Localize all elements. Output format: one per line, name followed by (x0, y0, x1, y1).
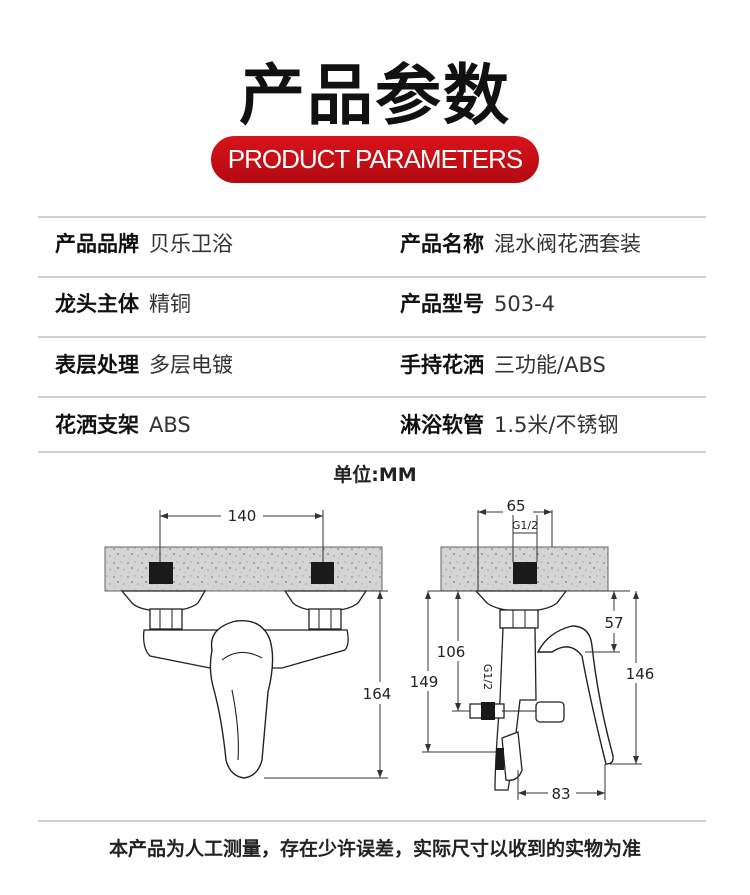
spec-hose: 淋浴软管 1.5米/不锈钢 (400, 413, 618, 437)
page-title: 产品参数 (239, 57, 511, 134)
spec-value: 三功能/ABS (494, 353, 606, 377)
divider (38, 276, 706, 278)
unit-label: 单位:MM (333, 464, 417, 486)
spec-label: 产品型号 (400, 292, 484, 316)
front-nut-left (149, 608, 183, 630)
spec-surface: 表层处理多层电镀 (55, 353, 233, 377)
spec-handheld: 手持花洒三功能/ABS (400, 353, 606, 377)
spec-brand: 产品品牌贝乐卫浴 (55, 232, 233, 256)
divider (38, 336, 706, 338)
dim-146: 146 (626, 665, 655, 683)
spec-value: 贝乐卫浴 (149, 232, 233, 256)
spec-value: 多层电镀 (149, 353, 233, 377)
dim-g12-side: G1/2 (481, 664, 494, 690)
spec-value: 503-4 (494, 292, 556, 316)
subtitle-banner: PRODUCT PARAMETERS (211, 136, 539, 183)
spec-value: 1.5米/不锈钢 (494, 413, 619, 437)
spec-label: 产品名称 (400, 232, 484, 256)
side-lever (536, 625, 614, 765)
spec-label: 表层处理 (55, 353, 139, 377)
side-diverter (501, 731, 523, 781)
dim-65: 65 (506, 497, 525, 515)
footer-divider (38, 820, 706, 822)
side-flange (474, 590, 568, 612)
spec-label: 淋浴软管 (400, 413, 484, 437)
dim-83: 83 (551, 785, 570, 803)
divider (38, 396, 706, 398)
dim-57: 57 (604, 614, 623, 632)
front-flange-left (120, 590, 207, 612)
front-inlet-left (149, 562, 173, 584)
divider (38, 216, 706, 218)
side-outlet-right (535, 701, 565, 723)
dim-164: 164 (363, 685, 392, 703)
side-nut (499, 609, 539, 629)
front-wall (104, 546, 383, 592)
dim-106: 106 (437, 643, 466, 661)
spec-bracket: 花洒支架 ABS (55, 413, 191, 437)
dim-140: 140 (228, 507, 257, 525)
spec-product-name: 产品名称混水阀花洒套装 (400, 232, 641, 256)
front-handle (209, 619, 274, 779)
spec-body: 龙头主体精铜 (55, 292, 191, 316)
spec-value: 混水阀花洒套装 (494, 232, 641, 256)
front-view (104, 510, 388, 779)
spec-model: 产品型号 503-4 (400, 292, 555, 316)
spec-value: 精铜 (149, 292, 191, 316)
front-inlet-right (311, 562, 334, 584)
dim-149: 149 (410, 673, 439, 691)
spec-label: 产品品牌 (55, 232, 139, 256)
side-inlet (513, 562, 537, 584)
spec-value: ABS (149, 413, 191, 437)
footer-note: 本产品为人工测量，存在少许误差，实际尺寸以收到的实物为准 (108, 838, 641, 860)
front-flange-right (283, 590, 368, 612)
divider (38, 451, 706, 453)
spec-label: 龙头主体 (55, 292, 139, 316)
spec-label: 手持花洒 (400, 353, 484, 377)
dim-g12-top: G1/2 (512, 519, 538, 532)
front-nut-right (308, 608, 342, 630)
spec-label: 花洒支架 (55, 413, 139, 437)
